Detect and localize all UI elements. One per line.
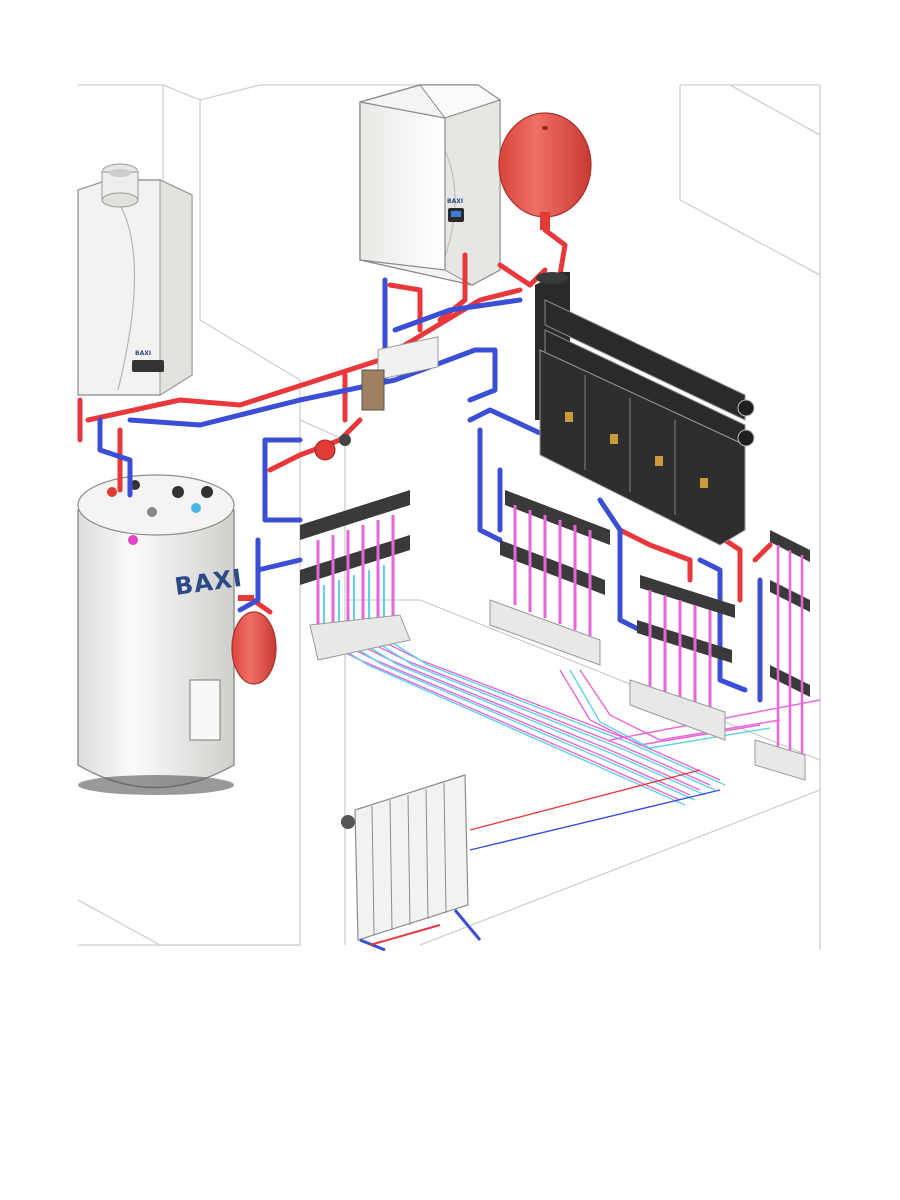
expansion-vessel-bottom bbox=[231, 595, 277, 685]
expansion-vessel-top bbox=[498, 112, 592, 230]
radiator bbox=[341, 774, 482, 952]
boiler-right-brand: BAXI bbox=[447, 198, 463, 205]
boiler-right: BAXI bbox=[359, 84, 502, 286]
hydraulic-separator-unit bbox=[535, 272, 755, 546]
pump-left bbox=[314, 369, 385, 461]
manifold-left bbox=[300, 336, 439, 661]
boiler-left-brand: BAXI bbox=[135, 350, 151, 357]
boiler-left: BAXI bbox=[77, 163, 193, 396]
manifold-icon bbox=[300, 490, 410, 540]
hot-water-cylinder: BAXI bbox=[77, 474, 244, 795]
radiator-icon bbox=[354, 774, 469, 941]
manifold-right bbox=[629, 575, 735, 741]
manifold-center bbox=[489, 490, 610, 666]
manifold-far-right bbox=[754, 530, 810, 781]
